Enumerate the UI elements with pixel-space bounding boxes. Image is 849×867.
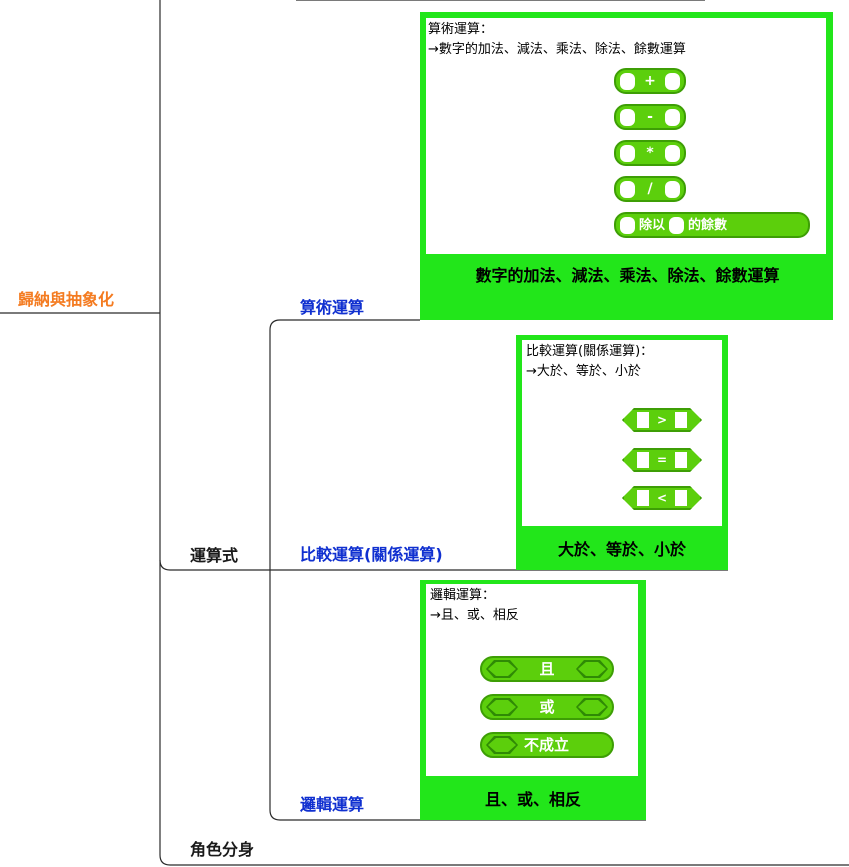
arithmetic-summary: 數字的加法、減法、乘法、除法、餘數運算 <box>475 266 780 285</box>
or-operator: 或 <box>539 697 555 716</box>
divide-slot-left <box>620 180 635 198</box>
subtract-slot-left <box>620 108 635 126</box>
modulo-label-right: 的餘數 <box>688 217 728 233</box>
equal-slot-left <box>637 452 649 468</box>
logic-box: 邏輯運算： →且、或、相反 且 或 不成立 且、或、相反 <box>420 580 646 820</box>
subtract-slot-right <box>665 108 680 126</box>
logic-card-title: 邏輯運算： <box>430 588 496 603</box>
multiply-operator: * <box>646 144 654 161</box>
and-block[interactable]: 且 <box>480 656 614 682</box>
add-block[interactable]: + <box>614 68 686 94</box>
greater-operator: > <box>656 412 668 427</box>
equal-operator: = <box>656 452 668 467</box>
less-operator: < <box>656 490 668 505</box>
equal-slot-right <box>675 452 687 468</box>
root-node[interactable]: 歸納與抽象化 <box>18 290 115 309</box>
or-slot-right <box>576 698 608 716</box>
equal-block[interactable]: = <box>622 448 702 472</box>
logic-card-desc: →且、或、相反 <box>430 608 519 623</box>
and-slot-left <box>486 660 518 678</box>
divide-operator: / <box>647 180 653 197</box>
greater-than-block[interactable]: > <box>622 408 702 432</box>
and-operator: 且 <box>539 659 555 678</box>
divide-block[interactable]: / <box>614 176 686 202</box>
comparison-summary: 大於、等於、小於 <box>557 540 686 559</box>
not-operator: 不成立 <box>524 735 570 754</box>
topic-logic[interactable]: 邏輯運算 <box>300 795 365 814</box>
modulo-block[interactable]: 除以 的餘數 <box>614 212 810 238</box>
multiply-block[interactable]: * <box>614 140 686 166</box>
branch-node-clones[interactable]: 角色分身 <box>190 840 255 859</box>
less-slot-left <box>637 490 649 506</box>
add-operator: + <box>644 72 656 89</box>
branch-node-expressions[interactable]: 運算式 <box>190 546 239 565</box>
topic-comparison[interactable]: 比較運算(關係運算) <box>300 545 443 564</box>
arithmetic-card: 算術運算： →數字的加法、減法、乘法、除法、餘數運算 + - * / <box>426 18 826 254</box>
modulo-slot-right <box>669 216 685 234</box>
comparison-card-desc: →大於、等於、小於 <box>526 364 641 379</box>
comparison-box: 比較運算(關係運算)： →大於、等於、小於 > = < 大於、等於、小於 <box>516 335 728 570</box>
not-block[interactable]: 不成立 <box>480 732 614 758</box>
add-slot-right <box>664 72 680 90</box>
add-slot-left <box>620 72 635 90</box>
greater-slot-left <box>637 412 649 428</box>
arithmetic-card-desc: →數字的加法、減法、乘法、除法、餘數運算 <box>428 42 686 57</box>
or-slot-left <box>486 698 518 716</box>
modulo-label-left: 除以 <box>639 217 666 233</box>
or-block[interactable]: 或 <box>480 694 614 720</box>
subtract-block[interactable]: - <box>614 104 686 130</box>
arithmetic-box: 算術運算： →數字的加法、減法、乘法、除法、餘數運算 + - * / <box>420 12 833 320</box>
greater-slot-right <box>675 412 687 428</box>
less-than-block[interactable]: < <box>622 486 702 510</box>
comparison-card: 比較運算(關係運算)： →大於、等於、小於 > = < <box>522 340 722 526</box>
less-slot-right <box>675 490 687 506</box>
comparison-card-title: 比較運算(關係運算)： <box>526 344 654 359</box>
multiply-slot-right <box>664 144 680 162</box>
subtract-operator: - <box>647 108 653 125</box>
not-slot <box>486 736 518 754</box>
and-slot-right <box>576 660 608 678</box>
arithmetic-card-title: 算術運算： <box>428 22 494 37</box>
modulo-slot-left <box>620 216 635 234</box>
logic-card: 邏輯運算： →且、或、相反 且 或 不成立 <box>426 584 638 776</box>
divide-slot-right <box>665 180 680 198</box>
multiply-slot-left <box>620 144 635 162</box>
arithmetic-blocks: + - * / 除以 的餘數 <box>614 68 814 248</box>
topic-arithmetic[interactable]: 算術運算 <box>300 298 365 317</box>
logic-summary: 且、或、相反 <box>484 790 581 809</box>
